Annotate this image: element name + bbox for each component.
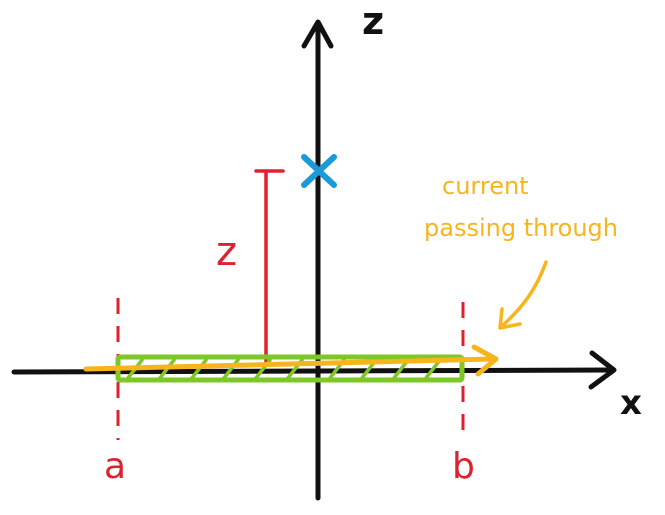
z-axis-label: z bbox=[362, 0, 384, 43]
annotation-pointer-arrow bbox=[500, 260, 548, 328]
x-axis-arrowhead bbox=[588, 350, 617, 390]
annotation-pointer-arrowhead bbox=[498, 307, 522, 330]
annotation-passing-through: passing through bbox=[424, 214, 618, 242]
boundary-a-label: a bbox=[104, 446, 126, 487]
current-arrowhead bbox=[471, 344, 499, 377]
observation-point-x-marker bbox=[301, 154, 337, 188]
x-axis-label: x bbox=[620, 383, 642, 423]
x-axis-line bbox=[11, 367, 615, 375]
annotation-current: current bbox=[442, 172, 529, 200]
boundary-b-label: b bbox=[452, 446, 475, 487]
height-label: z bbox=[216, 229, 237, 275]
z-axis-arrowhead bbox=[301, 19, 334, 49]
current-arrow-line bbox=[83, 356, 495, 372]
